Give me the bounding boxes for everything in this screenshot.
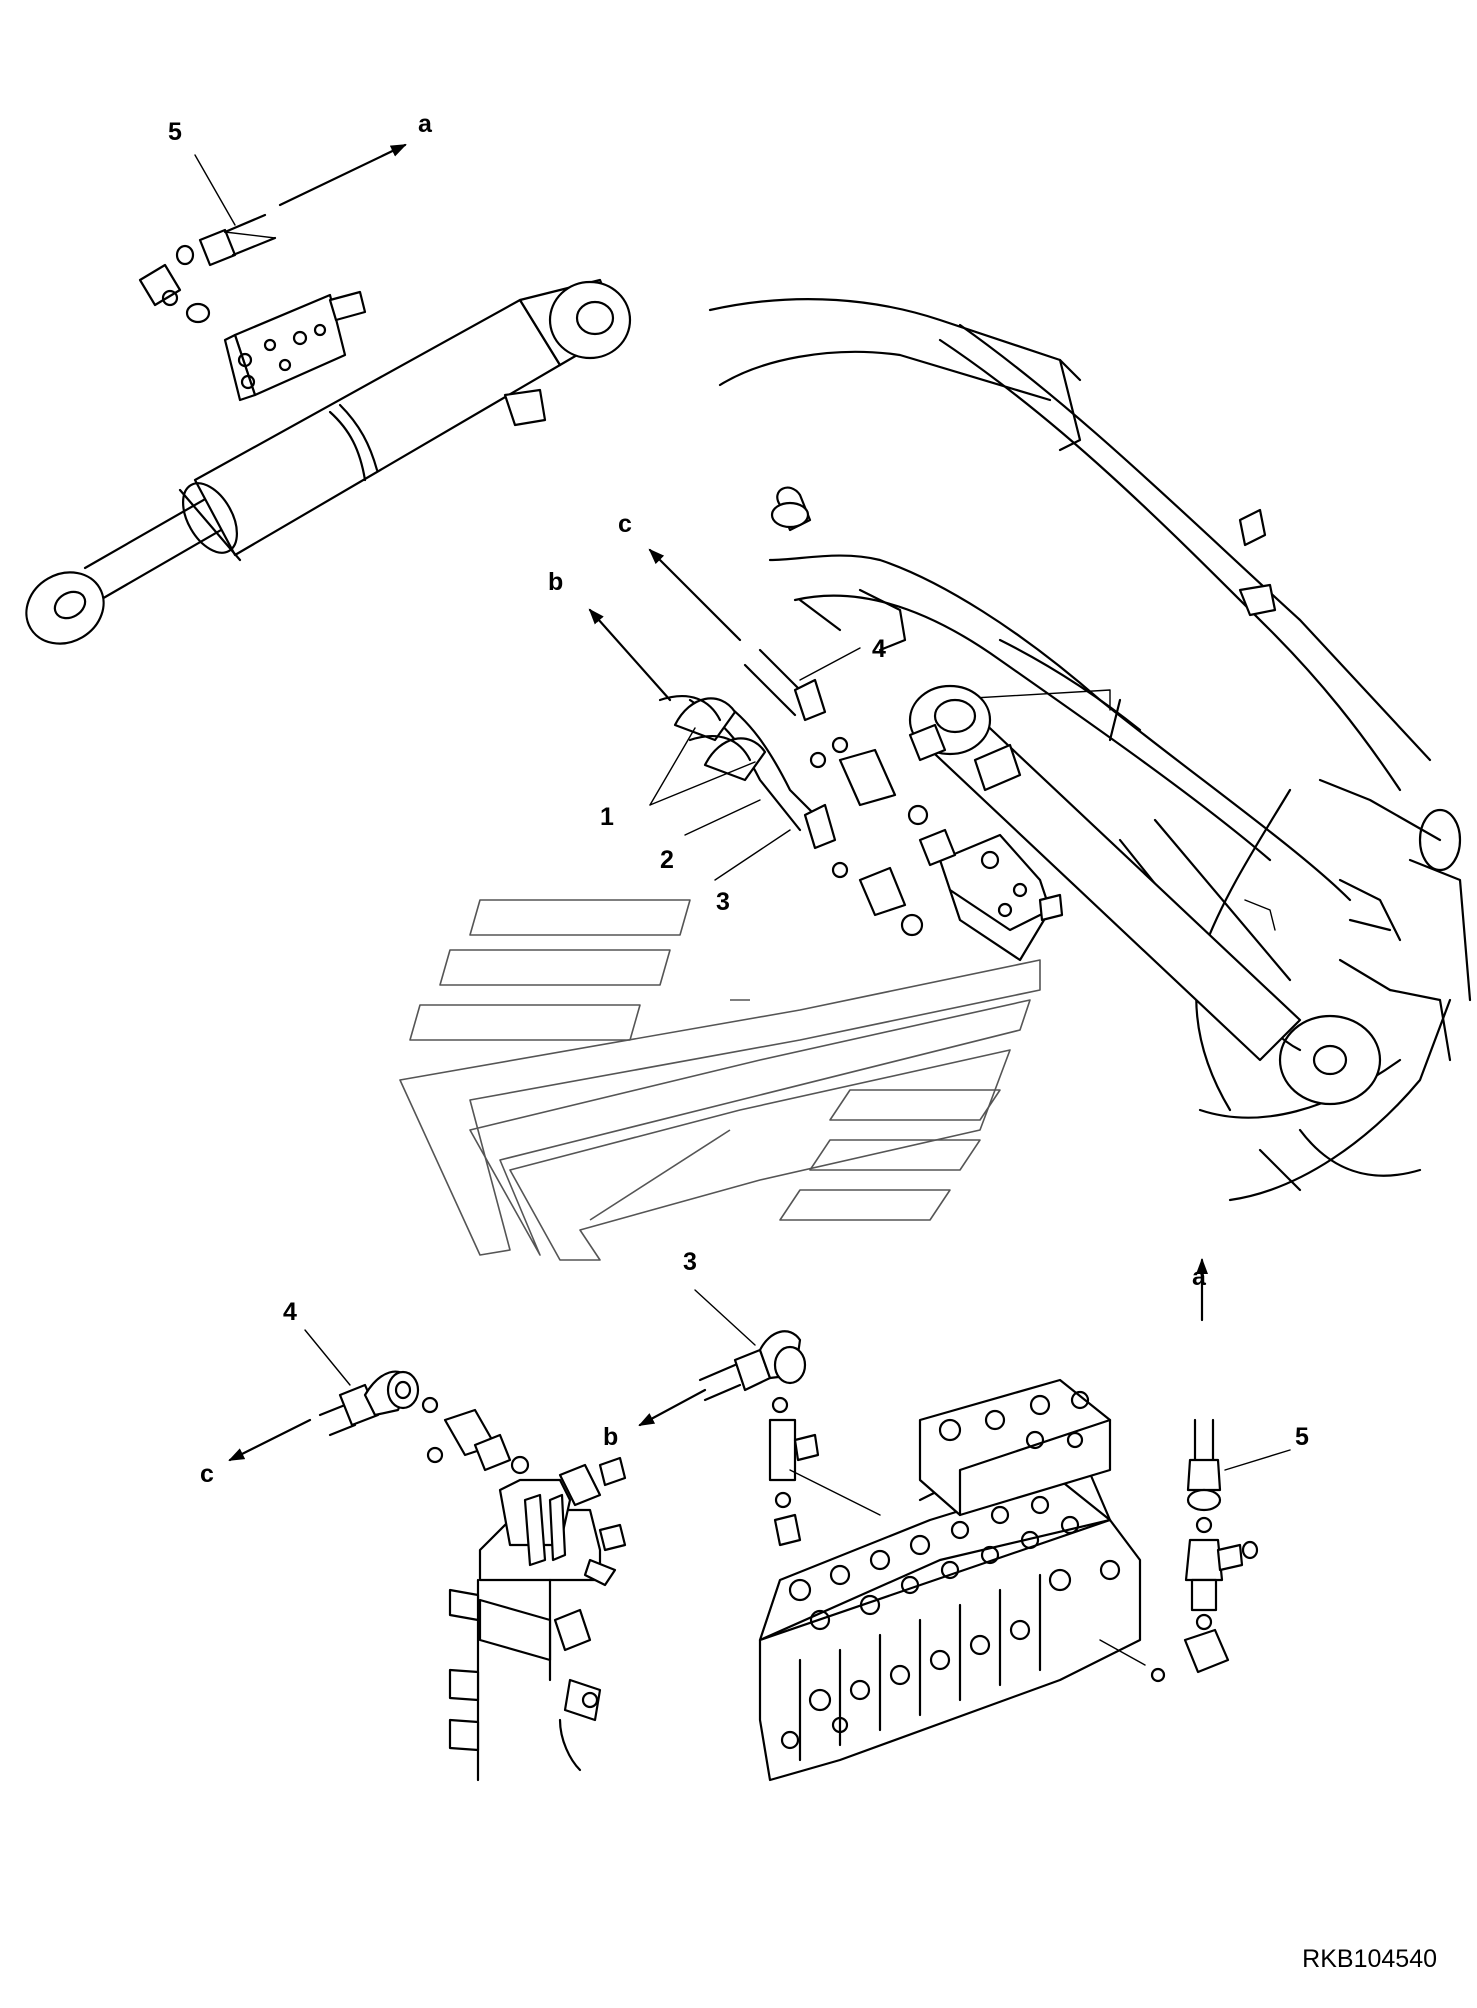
leader-lines-mid (649, 647, 861, 881)
valve-block (223, 290, 367, 402)
hose-assembly-mid (658, 648, 929, 937)
boom-cylinder (25, 278, 632, 645)
hose-5-bottom (1099, 1258, 1291, 1683)
callout-2: 2 (660, 846, 674, 874)
swivel-joint (448, 1478, 627, 1782)
hose-4-bottom (318, 1370, 627, 1507)
arrow-c-low (228, 1418, 312, 1462)
arrow-b-mid (588, 608, 672, 702)
callout-c-mid: c (618, 510, 632, 538)
callout-3-low: 3 (683, 1248, 697, 1276)
background-watermark-shape (399, 899, 1041, 1261)
callout-b-mid: b (548, 568, 563, 596)
callout-1: 1 (600, 803, 614, 831)
callout-5-low: 5 (1295, 1423, 1309, 1451)
leader-3-low (694, 1289, 756, 1346)
callout-b-low: b (603, 1423, 618, 1451)
fitting-5-top (138, 213, 277, 324)
main-control-valve (758, 1378, 1142, 1782)
callout-5-top: 5 (168, 118, 182, 146)
arm-cylinder (770, 486, 1302, 1062)
callout-4-mid: 4 (872, 635, 886, 663)
arrow-b-low (638, 1388, 707, 1427)
leader-4-low (304, 1329, 351, 1386)
callout-4-low: 4 (283, 1298, 297, 1326)
control-valve-small (918, 828, 1064, 962)
callout-c-low: c (200, 1460, 214, 1488)
arrow-c-mid (648, 548, 742, 642)
callout-3-mid: 3 (716, 888, 730, 916)
callout-a-low: a (1192, 1263, 1207, 1291)
callout-a-top: a (418, 110, 433, 138)
boom-frame (708, 298, 1472, 1202)
drawing-reference-code: RKB104540 (1302, 1945, 1437, 1973)
hose-3-bottom (698, 1330, 881, 1516)
